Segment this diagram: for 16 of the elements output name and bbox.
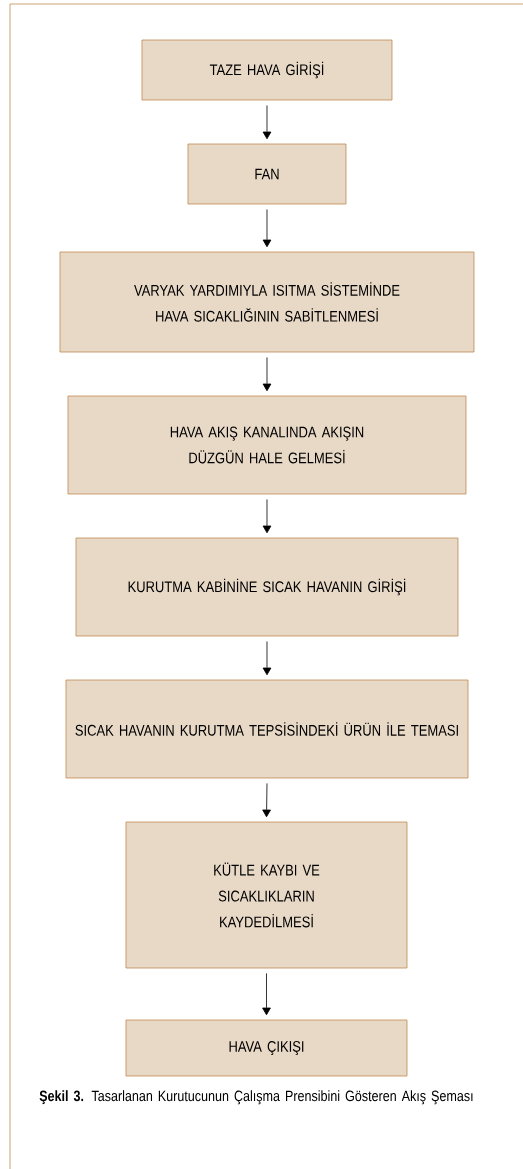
arrow <box>262 357 272 392</box>
process-box: KÜTLE KAYBI VE SICAKLIKLARIN KAYDEDİLMESİ <box>125 821 408 969</box>
process-box: VARYAK YARDIMIYLA ISITMA SİSTEMİNDE HAVA SICAKLIĞININ SABİTLENMESİ <box>59 251 475 353</box>
process-box: FAN <box>187 143 347 205</box>
arrow <box>262 641 272 676</box>
figure-caption: Şekil 3. Tasarlanan Kurutucunun Çalışma Prensibini Gösteren Akış Şeması <box>39 1090 473 1105</box>
arrow <box>262 499 272 534</box>
arrow <box>262 783 271 818</box>
arrow <box>262 973 271 1016</box>
process-box: TAZE HAVA GİRİŞİ <box>141 39 393 101</box>
process-box: HAVA AKIŞ KANALINDA AKIŞIN DÜZGÜN HALE GELMESİ <box>67 395 467 495</box>
arrow <box>262 105 272 140</box>
arrow <box>262 209 272 248</box>
process-box: KURUTMA KABİNİNE SICAK HAVANIN GİRİŞİ <box>75 537 459 637</box>
process-box: SICAK HAVANIN KURUTMA TEPSİSİNDEKİ ÜRÜN İLE TEMASI <box>65 679 469 779</box>
process-box: HAVA ÇIKIŞI <box>125 1019 408 1077</box>
